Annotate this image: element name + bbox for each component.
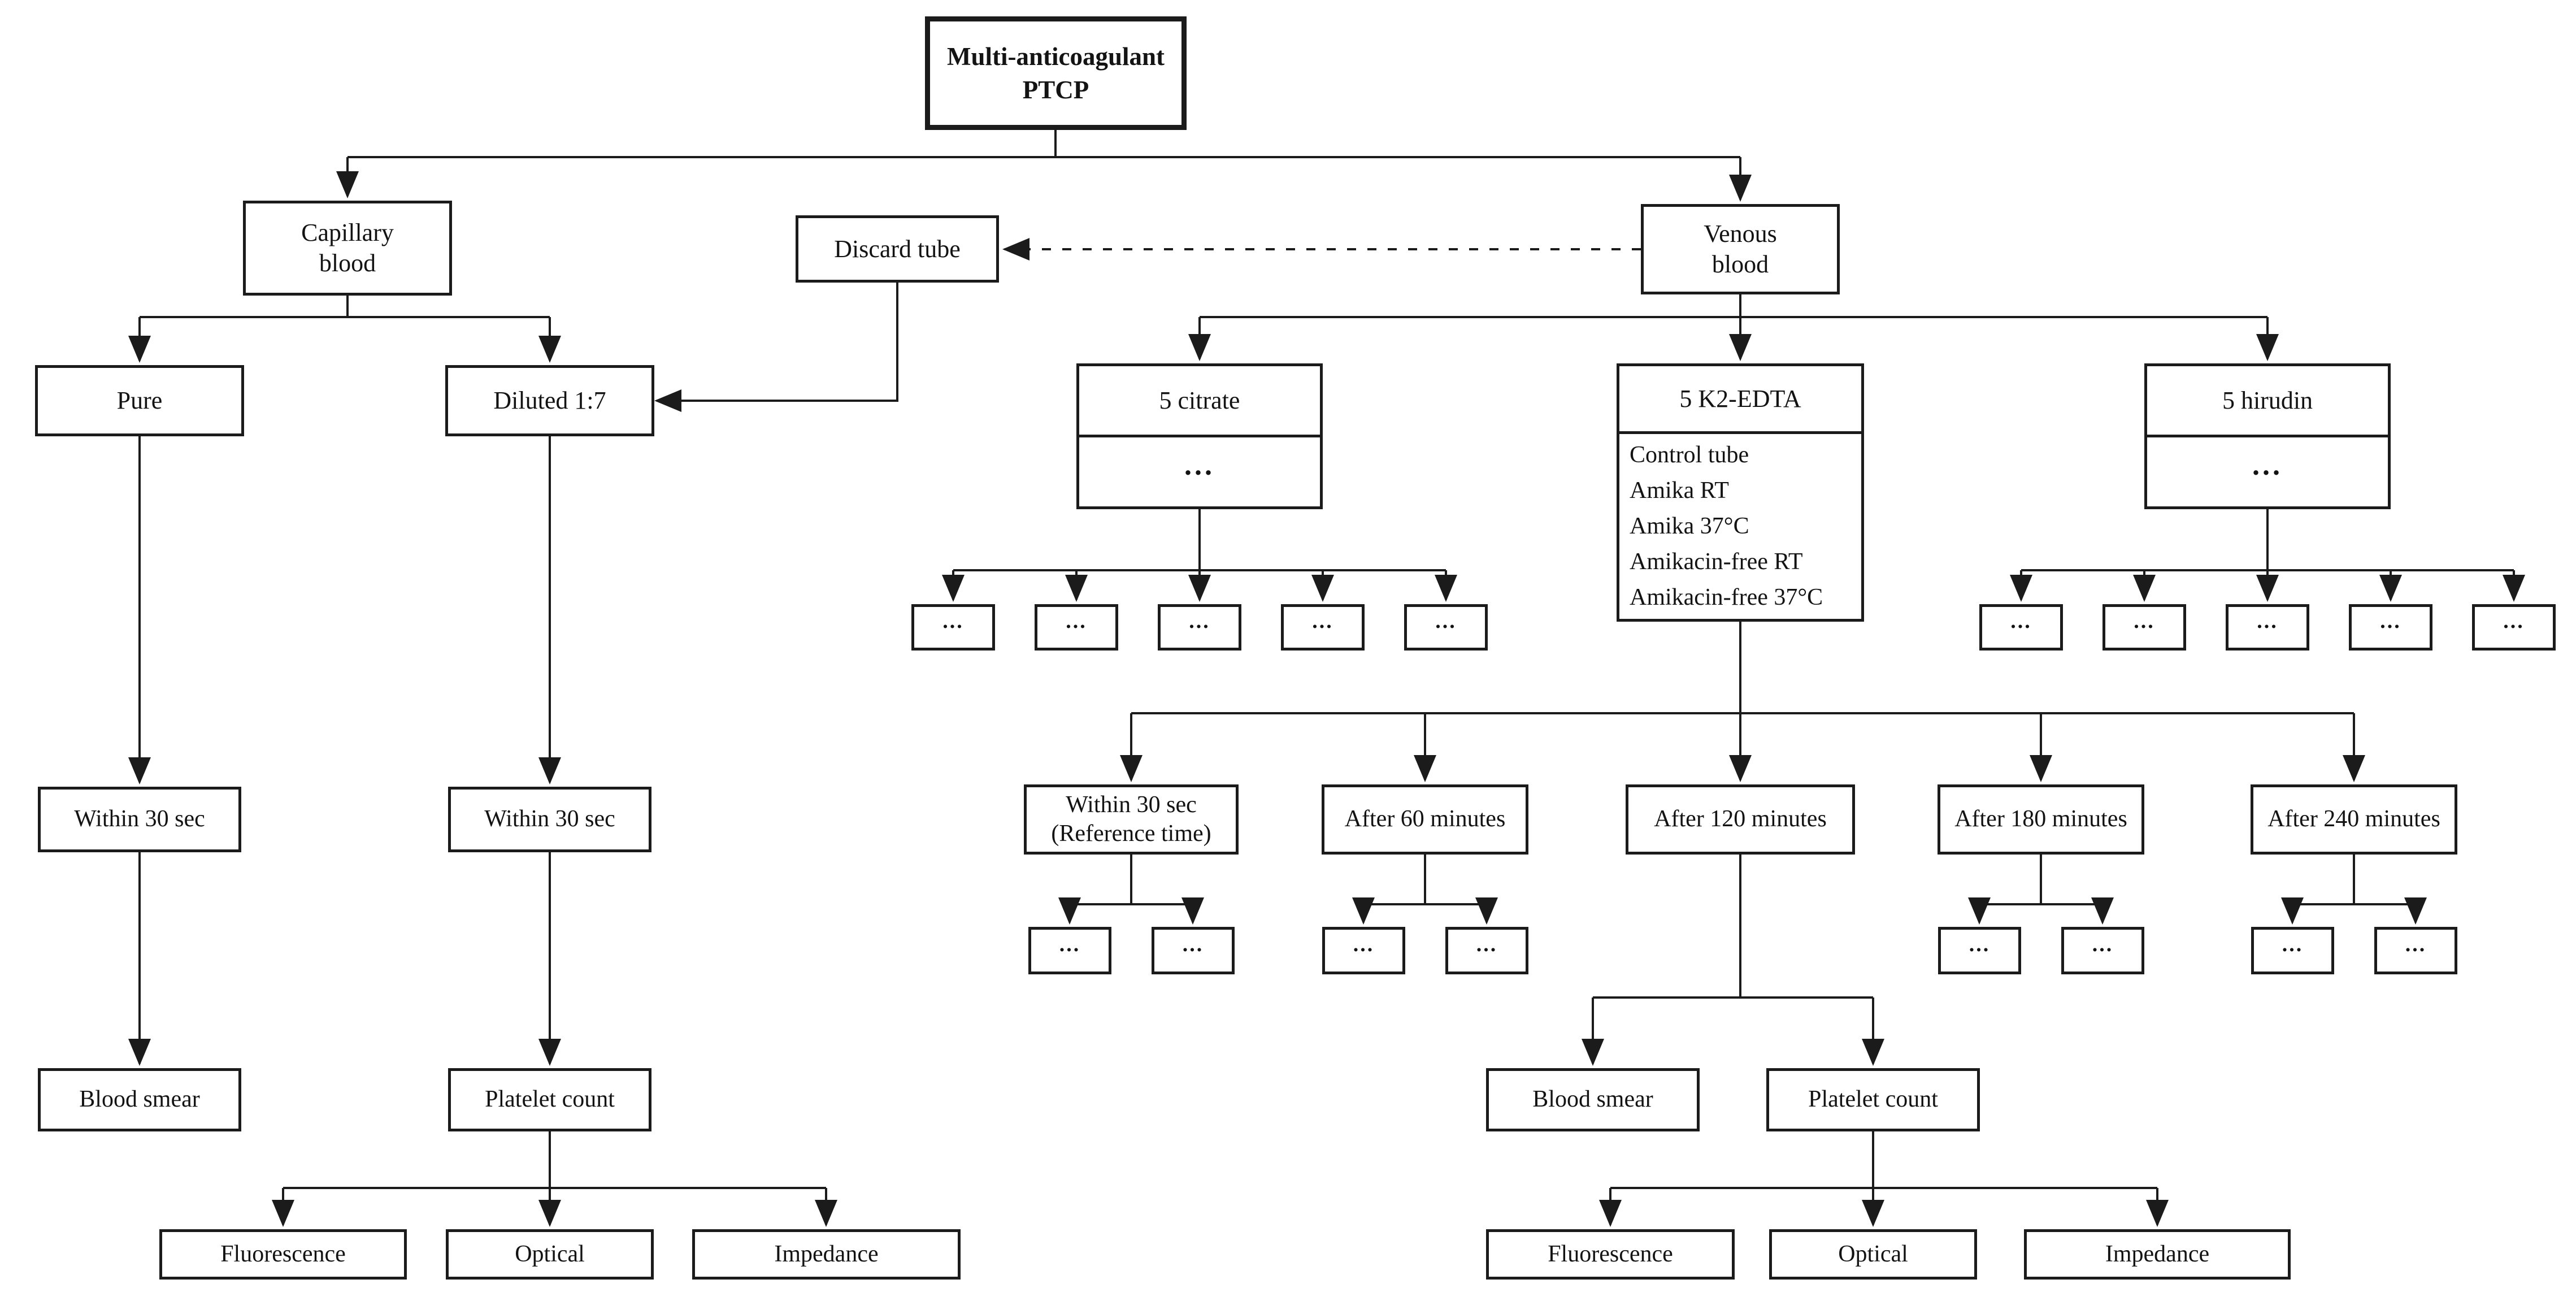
node-platelet-count-venous: Platelet count: [1766, 1068, 1980, 1131]
reference-sample-box-2: ...: [1152, 927, 1235, 974]
ellipsis-text: ...: [1189, 609, 1210, 634]
node-blood-smear-capillary: Blood smear: [38, 1068, 241, 1131]
node-diluted-1-7: Diluted 1:7: [445, 365, 654, 436]
node-venous-blood: Venous blood: [1641, 204, 1840, 294]
node-timepoint-reference: Within 30 sec (Reference time): [1024, 784, 1239, 855]
hirudin-sample-box-4: ...: [2349, 604, 2432, 650]
t180-sample-box-2: ...: [2061, 927, 2144, 974]
node-fluorescence-left: Fluorescence: [159, 1229, 407, 1280]
ellipsis-text: ...: [2380, 609, 2401, 634]
node-capillary-blood: Capillary blood: [243, 201, 452, 296]
ellipsis-text: ...: [2252, 449, 2283, 482]
ellipsis-text: ...: [1184, 449, 1215, 482]
wire-group: [128, 130, 2525, 1227]
hirudin-sample-box-1: ...: [1979, 604, 2063, 650]
ellipsis-text: ...: [1182, 933, 1204, 957]
node-root-multi-anticoagulant-ptcp: Multi-anticoagulant PTCP: [925, 16, 1187, 130]
node-optical-left: Optical: [446, 1229, 654, 1280]
bus-k2edta-timepoints: [1131, 622, 2354, 714]
node-timepoint-120-minutes: After 120 minutes: [1626, 784, 1855, 855]
ellipsis-text: ...: [2010, 609, 2032, 634]
citrate-sample-box-3: ...: [1158, 604, 1241, 650]
node-pure: Pure: [35, 365, 244, 436]
node-timepoint-180-minutes: After 180 minutes: [1938, 784, 2144, 855]
bus-t240-children: [2292, 855, 2416, 905]
ellipsis-text: ...: [2503, 609, 2525, 634]
ellipsis-text: ...: [1059, 933, 1081, 957]
k2edta-condition: Amika 37°C: [1630, 513, 1749, 539]
k2edta-condition-list: Control tube Amika RT Amika 37°C Amikaci…: [1619, 434, 1861, 619]
node-impedance-left: Impedance: [692, 1229, 961, 1280]
bus-citrate: [953, 509, 1446, 571]
node-timepoint-60-minutes: After 60 minutes: [1322, 784, 1528, 855]
node-timepoint-240-minutes: After 240 minutes: [2251, 784, 2457, 855]
node-optical-right: Optical: [1769, 1229, 1977, 1280]
node-impedance-right: Impedance: [2024, 1229, 2291, 1280]
arrow-discard-to-diluted: [654, 283, 898, 412]
ellipsis-text: ...: [1969, 933, 1991, 957]
node-5-hirudin: 5 hirudin ...: [2144, 363, 2391, 509]
ellipsis-text: ...: [2405, 933, 2427, 957]
citrate-title: 5 citrate: [1079, 366, 1320, 437]
t60-sample-box-1: ...: [1322, 927, 1405, 974]
node-within-30-sec-pure: Within 30 sec: [38, 787, 241, 852]
bus-t120-children: [1593, 855, 1873, 999]
k2edta-condition: Amikacin-free 37°C: [1630, 584, 1823, 610]
ellipsis-text: ...: [1312, 609, 1333, 634]
ellipsis-text: ...: [2092, 933, 2114, 957]
k2edta-title: 5 K2-EDTA: [1619, 366, 1861, 434]
ellipsis-text: ...: [2282, 933, 2304, 957]
bus-venous: [1200, 294, 2267, 318]
citrate-sample-box-2: ...: [1035, 604, 1118, 650]
t240-sample-box-1: ...: [2251, 927, 2334, 974]
node-5-citrate: 5 citrate ...: [1076, 363, 1323, 509]
citrate-sample-box-4: ...: [1281, 604, 1365, 650]
citrate-sample-box-5: ...: [1404, 604, 1488, 650]
hirudin-title: 5 hirudin: [2147, 366, 2388, 437]
reference-sample-box-1: ...: [1028, 927, 1111, 974]
hirudin-sample-box-2: ...: [2102, 604, 2186, 650]
ellipsis-text: ...: [942, 609, 964, 634]
node-discard-tube: Discard tube: [796, 215, 999, 283]
t240-sample-box-2: ...: [2374, 927, 2457, 974]
node-fluorescence-right: Fluorescence: [1486, 1229, 1735, 1280]
ellipsis-text: ...: [1435, 609, 1457, 634]
t60-sample-box-2: ...: [1445, 927, 1528, 974]
t180-sample-box-1: ...: [1938, 927, 2021, 974]
bus-reference-children: [1070, 855, 1193, 905]
bus-hirudin: [2021, 509, 2514, 571]
ellipsis-text: ...: [1353, 933, 1375, 957]
node-platelet-count-capillary: Platelet count: [448, 1068, 651, 1131]
ellipsis-text: ...: [2134, 609, 2155, 634]
ellipsis-text: ...: [1476, 933, 1498, 957]
node-5-k2edta: 5 K2-EDTA Control tube Amika RT Amika 37…: [1617, 363, 1864, 622]
bus-platelet-right: [1610, 1131, 2157, 1189]
k2edta-condition: Amika RT: [1630, 478, 1729, 504]
hirudin-sample-box-3: ...: [2226, 604, 2309, 650]
bus-t60-children: [1363, 855, 1487, 905]
node-within-30-sec-diluted: Within 30 sec: [448, 787, 651, 852]
bus-root: [347, 130, 1740, 158]
hirudin-sample-box-5: ...: [2472, 604, 2556, 650]
bus-t180-children: [1979, 855, 2102, 905]
node-blood-smear-venous: Blood smear: [1486, 1068, 1700, 1131]
k2edta-condition: Amikacin-free RT: [1630, 549, 1803, 575]
ellipsis-text: ...: [1066, 609, 1087, 634]
ellipsis-text: ...: [2257, 609, 2278, 634]
hirudin-detail: ...: [2147, 437, 2388, 506]
bus-capillary: [140, 296, 550, 318]
bus-platelet-left: [283, 1131, 826, 1189]
k2edta-condition: Control tube: [1630, 442, 1749, 468]
citrate-sample-box-1: ...: [911, 604, 995, 650]
citrate-detail: ...: [1079, 437, 1320, 506]
